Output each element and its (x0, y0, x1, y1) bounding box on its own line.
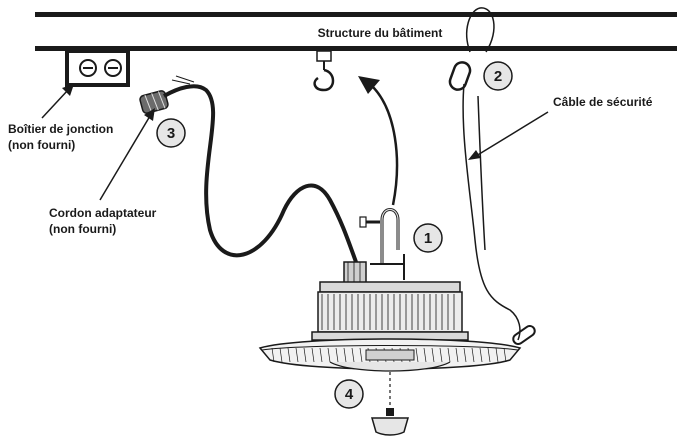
sensor-accessory (371, 372, 409, 436)
structure-label: Structure du bâtiment (318, 26, 443, 40)
ceiling-hook (313, 50, 335, 92)
step-badge-2: 2 (483, 61, 513, 91)
adapter-cord-label: Cordon adaptateur (non fourni) (49, 206, 160, 236)
svg-text:1: 1 (424, 230, 432, 247)
leader-arrows (41, 84, 549, 201)
junction-box (65, 49, 130, 87)
svg-text:4: 4 (345, 386, 354, 403)
high-bay-fixture (258, 261, 522, 372)
step-badge-4: 4 (334, 379, 364, 409)
junction-box-label: Boîtier de jonction (non fourni) (8, 122, 117, 152)
heatsink-fins (321, 294, 455, 330)
safety-cable-label: Câble de sécurité (553, 95, 653, 109)
cable-gland (139, 90, 169, 114)
mounting-hook (359, 208, 405, 280)
step-badge-1: 1 (413, 223, 443, 253)
step-badge-3: 3 (156, 118, 186, 148)
svg-text:2: 2 (494, 68, 502, 85)
lift-arrow (358, 76, 399, 206)
building-structure: Structure du bâtiment (35, 12, 677, 51)
power-cord (163, 75, 358, 263)
safety-cable (448, 7, 536, 346)
svg-text:3: 3 (167, 125, 175, 142)
